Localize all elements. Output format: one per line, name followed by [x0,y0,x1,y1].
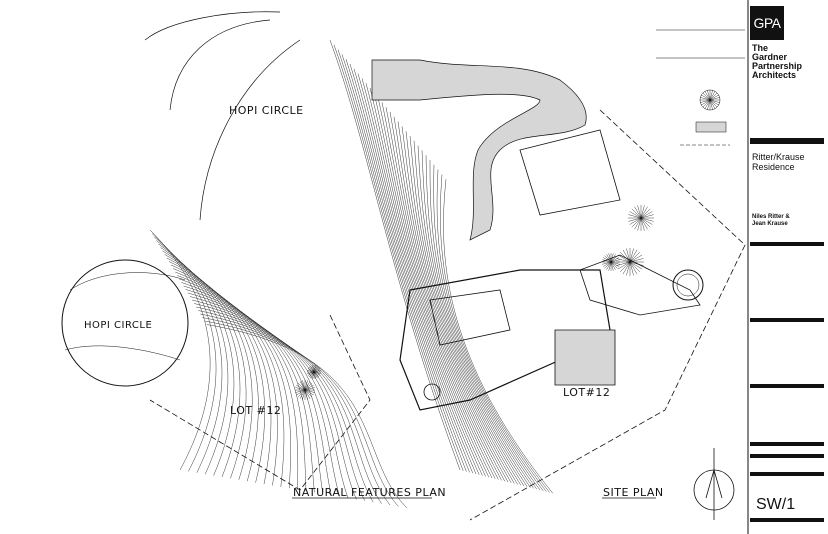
lot-label-right: LOT#12 [563,386,611,399]
contour-line [333,44,464,471]
contour-line [369,87,493,479]
tree-symbol [628,205,654,231]
contour-line [349,63,477,475]
sheet-number: SW/1 [756,496,796,513]
contour-line [405,131,521,486]
title-block-bar [750,454,824,458]
title-block-bar [750,384,824,388]
contour-line [393,116,512,483]
house-footprint [399,129,704,411]
contour-line [162,250,247,479]
contour-line [196,306,366,501]
contour-line [194,303,357,500]
client-names: Niles Ritter & Jean Krause [752,214,790,227]
contour-lines-right [329,39,553,494]
contour-line [425,155,537,490]
contour-line [421,150,534,489]
firm-name: The Gardner Partnership Architects [752,43,803,80]
contour-line [377,97,499,480]
trees [295,90,720,400]
contour-line [381,102,502,481]
contour-line [183,285,315,493]
north-arrow [693,448,735,520]
contour-line [189,296,340,497]
contour-line [168,261,265,483]
tree-symbol [616,248,644,276]
contour-line [202,317,391,506]
title-block-bar [750,318,824,322]
contour-line [187,292,332,496]
contour-line [164,254,253,480]
contour-line [429,159,541,491]
contour-line [185,289,324,494]
contour-line [175,271,285,487]
contour-line [149,229,211,471]
contour-line [357,73,483,476]
contour-line [206,324,407,508]
natural-features-plan-title: NATURAL FEATURES PLAN [293,486,447,499]
property-lines [149,109,746,521]
tree-symbol [700,90,720,110]
contour-line [181,282,307,492]
contour-line [191,299,349,499]
contour-line [341,54,470,473]
contour-line [385,107,505,482]
tree-symbol [295,380,315,400]
hopi-circle-label-inset: HOPI CIRCLE [84,320,153,331]
tree-symbol [602,253,620,271]
contour-line [436,169,547,492]
driveway [371,59,587,241]
hopi-circle-road [144,11,301,221]
title-block-bar [750,518,824,522]
contour-line [409,135,525,487]
contour-line [329,39,461,471]
contour-line [166,257,259,482]
contour-line [443,179,553,494]
inset-circle [61,259,189,387]
contour-line [177,275,291,489]
lot-label-left: LOT #12 [230,404,282,417]
firm-logo: GPA [750,6,784,40]
title-block-bar [750,442,824,446]
contour-line [365,83,490,478]
contour-lines-left [149,229,407,508]
contour-line [413,140,528,487]
contour-line [179,278,298,490]
contour-line [173,268,278,486]
tree-symbol [307,365,321,379]
contour-line [361,78,486,477]
contour-line [337,49,467,472]
contour-line [170,264,272,485]
legend [656,29,745,146]
contour-line [198,310,374,503]
contour-line [401,126,518,485]
contour-line [373,92,496,479]
contour-line [204,320,399,507]
title-block-bar [750,472,824,476]
title-block: GPA The Gardner Partnership Architects R… [750,6,824,528]
project-name: Ritter/Krause Residence [752,152,805,172]
contour-line [389,111,509,483]
contour-line [200,313,382,504]
contour-line [397,121,515,484]
hopi-circle-label-top: HOPI CIRCLE [229,104,304,117]
contour-line [345,59,474,474]
title-block-bar [750,242,824,246]
contour-line [417,145,531,488]
contour-line [353,68,480,475]
contour-line [440,174,550,493]
title-block-bar [750,138,824,144]
site-plan-title: SITE PLAN [603,486,664,499]
